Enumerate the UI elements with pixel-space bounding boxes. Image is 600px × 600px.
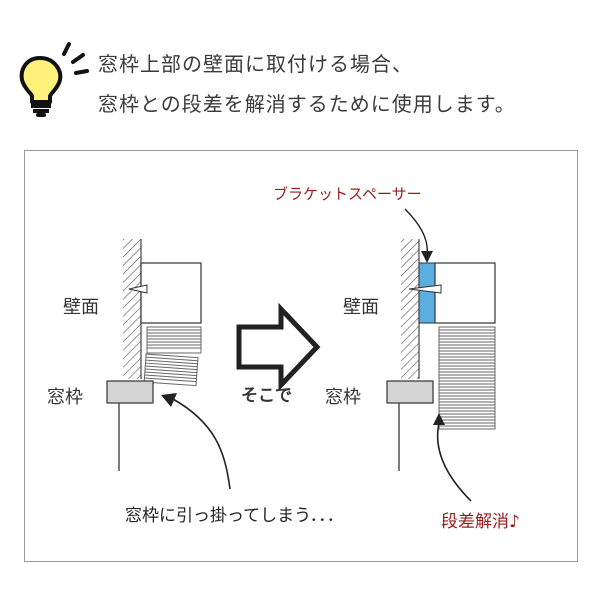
connector-label: そこで <box>241 386 292 406</box>
left-pointer-curve <box>172 398 231 490</box>
right-pointer-curve <box>436 422 472 502</box>
left-window-frame <box>106 380 154 404</box>
diagram-canvas: 壁面 窓枠 窓枠に引っ掛ってしまう．．． そこで ブラケットスペーサー <box>47 185 520 532</box>
header-line-1: 窓枠上部の壁面に取付ける場合、 <box>98 52 413 76</box>
left-blind-slats <box>143 326 202 387</box>
right-wall-label: 壁面 <box>343 297 379 318</box>
lightbulb-icon <box>19 42 89 117</box>
diagram-frame: 壁面 窓枠 窓枠に引っ掛ってしまう．．． そこで ブラケットスペーサー <box>24 150 578 562</box>
right-frame-label: 窓枠 <box>325 387 361 408</box>
header-line-2: 窓枠との段差を解消するために使用します。 <box>98 92 516 116</box>
right-blind-slats <box>438 326 496 430</box>
bracket-spacer <box>418 262 436 324</box>
left-diagram: 壁面 窓枠 窓枠に引っ掛ってしまう．．． <box>47 239 344 526</box>
spacer-label: ブラケットスペーサー <box>273 185 422 203</box>
right-bracket-box <box>434 262 496 324</box>
connector: そこで <box>236 302 321 406</box>
left-wall-label: 壁面 <box>63 297 99 318</box>
right-window-frame <box>386 380 434 404</box>
header: 窓枠上部の壁面に取付ける場合、 窓枠との段差を解消するために使用します。 <box>0 0 600 140</box>
hollow-arrow-right-icon <box>236 302 321 392</box>
right-wall-hatch <box>401 239 419 379</box>
left-frame-label: 窓枠 <box>47 387 83 408</box>
left-bracket-box <box>140 262 202 324</box>
left-caption: 窓枠に引っ掛ってしまう．．． <box>125 506 344 526</box>
right-diagram: ブラケットスペーサー <box>273 185 520 532</box>
result-label: 段差解消♪ <box>441 512 520 532</box>
left-wall-hatch <box>123 239 141 379</box>
